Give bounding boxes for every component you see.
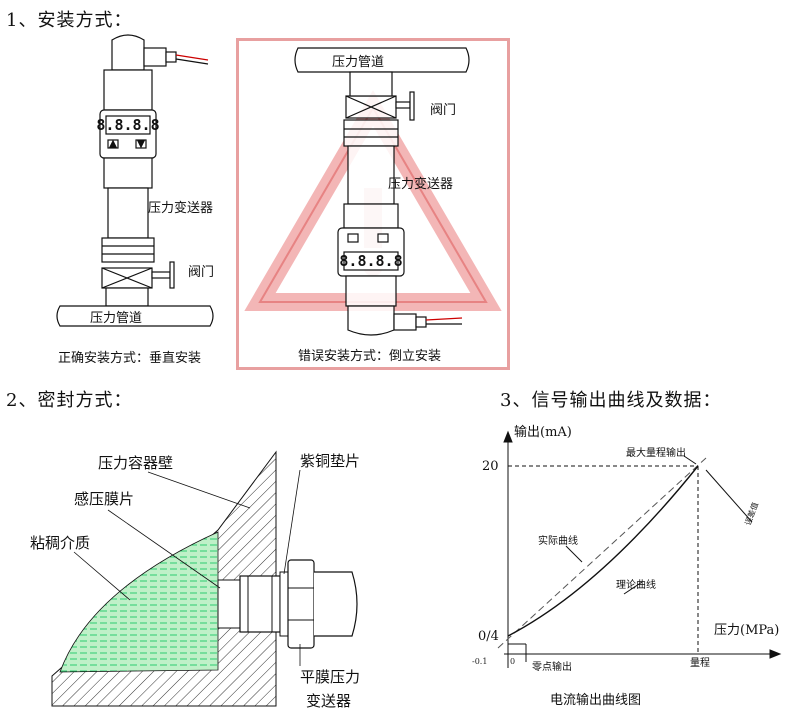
cable-black-wire bbox=[175, 58, 209, 65]
lcd-window bbox=[105, 115, 151, 135]
diaphragm-label: 感压膜片 bbox=[74, 490, 134, 508]
cable-gland bbox=[143, 47, 167, 67]
correct-caption: 正确安装方式：垂直安装 bbox=[58, 350, 201, 366]
x-range-tick: 量程 bbox=[690, 657, 710, 669]
hex-nut bbox=[343, 119, 399, 147]
actual-curve-label: 实际曲线 bbox=[538, 534, 578, 547]
transmitter-mid-body bbox=[343, 203, 399, 229]
zero-output-label: 零点输出 bbox=[532, 660, 572, 673]
cable-red-wire bbox=[425, 317, 463, 321]
transmitter-label: 压力变送器 bbox=[388, 176, 453, 192]
pressure-pipe bbox=[294, 47, 470, 73]
valve-stem bbox=[151, 271, 171, 279]
button-down bbox=[347, 233, 359, 243]
y-axis-label: 输出(mA) bbox=[514, 424, 572, 440]
cable-gland-nut bbox=[415, 316, 427, 328]
arrow-down-icon bbox=[137, 140, 145, 149]
copper-gasket-label: 紫铜垫片 bbox=[300, 452, 360, 470]
lcd-digits: 8.8.8.8 bbox=[339, 252, 402, 270]
transmitter-upper-body bbox=[345, 275, 397, 307]
theory-curve-label: 理论曲线 bbox=[616, 578, 656, 591]
valve-stem bbox=[395, 101, 411, 109]
x-zero-tick: 0 bbox=[510, 657, 515, 666]
theory-curve bbox=[497, 457, 707, 649]
cable-gland bbox=[393, 313, 417, 331]
flat-film-label-line1: 平膜压力 bbox=[300, 668, 360, 686]
container-wall-label: 压力容器壁 bbox=[98, 454, 173, 472]
diaphragm bbox=[217, 579, 241, 629]
pipe-label: 压力管道 bbox=[332, 55, 384, 70]
transmitter-stem bbox=[107, 187, 149, 239]
connector-head bbox=[347, 305, 395, 336]
wrong-install-diagram: 8.8.8.8 压力管道 阀门 压力变送器 错误安装方式：倒立安装 bbox=[236, 38, 510, 370]
curve-caption: 电流输出曲线图 bbox=[550, 692, 641, 708]
hex-body bbox=[287, 559, 315, 649]
output-curve-chart: 输出(mA) 压力(MPa) 20 0/4 -0.1 0 量程 最大量程输出 实… bbox=[472, 424, 782, 708]
transmitter-stem bbox=[347, 145, 395, 205]
section-title-curve: 3、信号输出曲线及数据： bbox=[500, 390, 722, 411]
x-axis-label: 压力(MPa) bbox=[714, 623, 779, 638]
viscous-medium-label: 粘稠介质 bbox=[30, 534, 90, 552]
lcd-digits: 8.8.8.8 bbox=[96, 116, 159, 134]
transmitter-upper-body bbox=[103, 69, 153, 111]
copper-gasket bbox=[279, 571, 289, 637]
seal-diagram: 压力容器壁 感压膜片 粘稠介质 紫铜垫片 平膜压力 变送器 bbox=[30, 450, 360, 710]
correct-install-diagram: 8.8.8.8 压力变送器 阀门 压力管道 正确安装方式：垂直安装 bbox=[56, 34, 214, 366]
y-min-tick: 0/4 bbox=[478, 629, 499, 644]
pipe-label: 压力管道 bbox=[90, 311, 142, 326]
valve-label: 阀门 bbox=[430, 103, 456, 118]
actual-curve bbox=[507, 465, 699, 637]
cable-red-wire bbox=[175, 54, 209, 61]
viscous-medium-area bbox=[59, 531, 219, 673]
valve-base bbox=[105, 287, 149, 307]
hex-nut bbox=[101, 237, 155, 263]
connector-head bbox=[111, 34, 145, 71]
section-title-install: 1、安装方式： bbox=[6, 10, 133, 31]
transmitter-mid-body bbox=[103, 157, 153, 189]
wrong-caption: 错误安装方式：倒立安装 bbox=[298, 348, 441, 364]
section-title-seal: 2、密封方式： bbox=[6, 390, 133, 411]
arrow-up-icon bbox=[109, 139, 117, 148]
pressure-pipe bbox=[56, 305, 214, 327]
x-neg-tick: -0.1 bbox=[472, 657, 487, 666]
flat-film-label-line2: 变送器 bbox=[306, 692, 351, 710]
x-axis-arrow-icon bbox=[769, 649, 782, 659]
button-up bbox=[377, 233, 389, 243]
valve-handle bbox=[169, 261, 175, 289]
transmitter-body bbox=[314, 571, 358, 637]
threaded-port bbox=[239, 575, 281, 633]
y-axis-arrow-icon bbox=[503, 430, 513, 443]
valve-label: 阀门 bbox=[188, 265, 214, 280]
error-arrow bbox=[705, 469, 753, 523]
valve-handle bbox=[409, 91, 415, 121]
lcd-window bbox=[343, 251, 399, 271]
cable-gland-nut bbox=[165, 51, 177, 63]
transmitter-label: 压力变送器 bbox=[148, 200, 213, 216]
max-output-label: 最大量程输出 bbox=[626, 446, 686, 459]
y-max-tick: 20 bbox=[482, 459, 499, 474]
